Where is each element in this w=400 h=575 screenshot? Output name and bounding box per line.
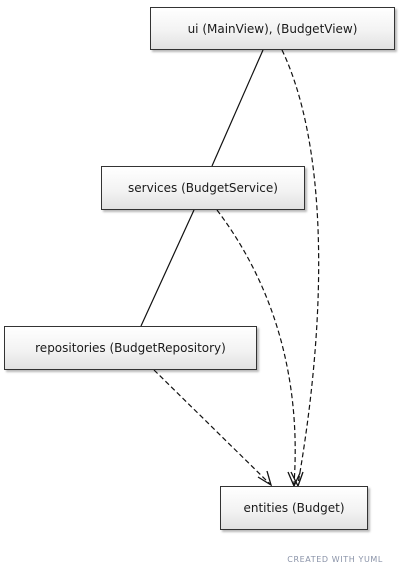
arrowhead-repositories-entities xyxy=(257,470,273,487)
edge-services-entities xyxy=(216,209,296,485)
edge-repositories-entities xyxy=(153,369,271,485)
edge-ui-entities xyxy=(281,49,320,485)
edge-services-repositories xyxy=(140,209,195,327)
yuml-watermark: CREATED WITH YUML xyxy=(287,555,383,564)
node-entities: entities (Budget) xyxy=(220,486,368,530)
edge-ui-services xyxy=(211,49,264,167)
node-services: services (BudgetService) xyxy=(101,166,305,210)
node-ui-label: ui (MainView), (BudgetView) xyxy=(187,21,358,36)
node-ui: ui (MainView), (BudgetView) xyxy=(150,7,395,50)
node-repositories: repositories (BudgetRepository) xyxy=(4,326,257,370)
node-services-label: services (BudgetService) xyxy=(128,181,278,195)
node-repositories-label: repositories (BudgetRepository) xyxy=(35,341,226,355)
node-entities-label: entities (Budget) xyxy=(243,501,345,515)
